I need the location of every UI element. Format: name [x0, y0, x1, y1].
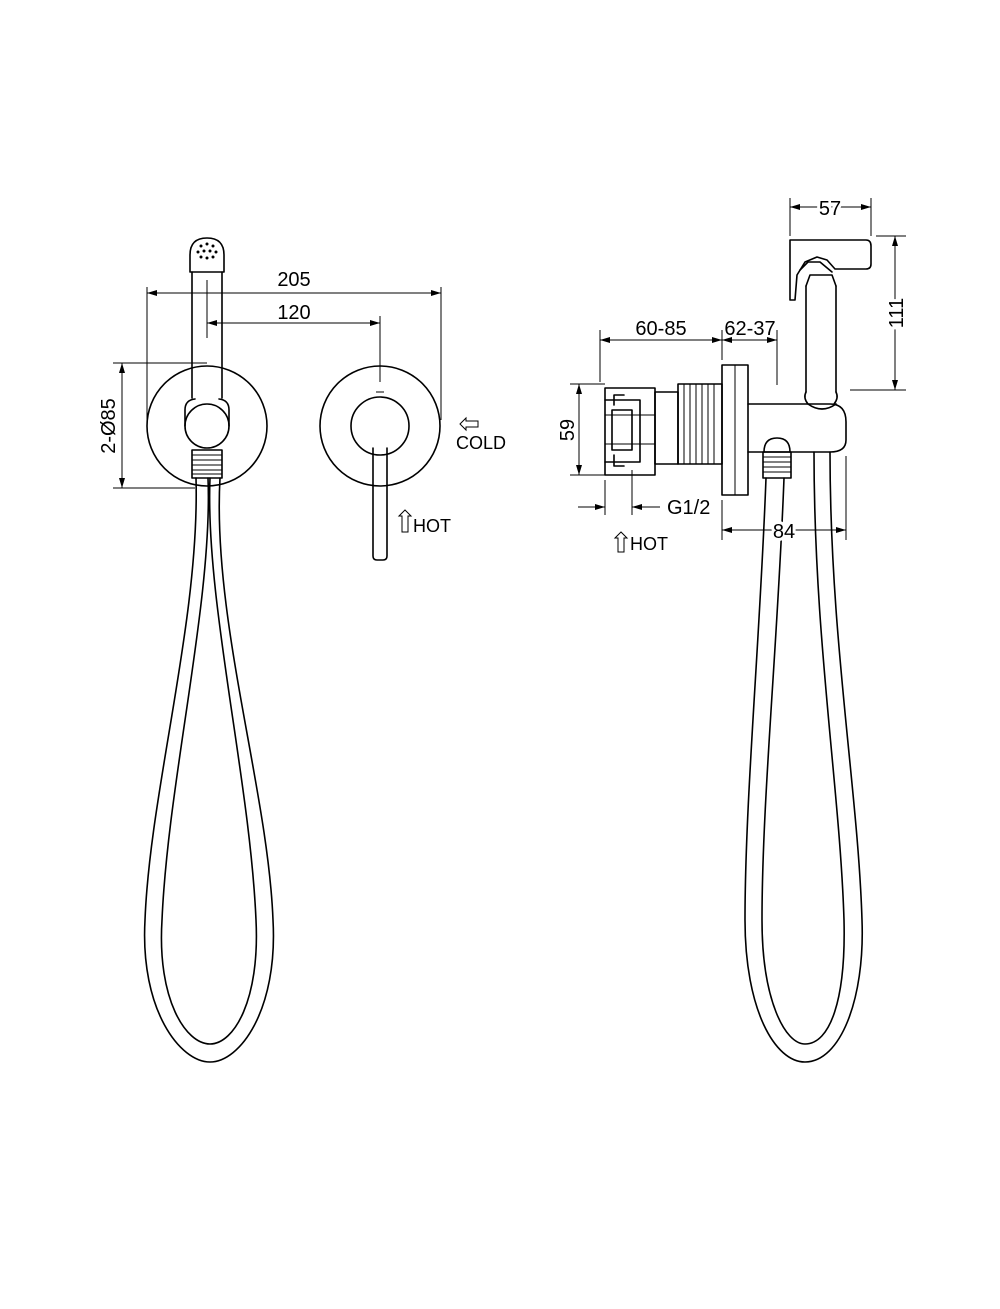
dim-thread: G1/2 — [578, 470, 710, 519]
dim-projection: 84 — [721, 456, 847, 546]
open-arrow-up-icon — [613, 531, 629, 553]
dim-wall-depth-label: 60-85 — [635, 318, 686, 340]
dim-thread-label: G1/2 — [667, 497, 710, 519]
side-view: 57 111 60-85 62-37 — [557, 195, 911, 1063]
valve-body-side — [604, 364, 749, 496]
hot-inlet-label-side: HOT — [613, 531, 668, 554]
sprayer-front — [184, 237, 230, 479]
hot-label-front: HOT — [413, 516, 451, 536]
mixer-handle-hub — [350, 396, 410, 456]
sprayer-side — [747, 239, 872, 479]
dim-wall-depth: 60-85 — [599, 318, 723, 382]
dim-center-spacing-label: 120 — [277, 302, 310, 324]
dim-projection-label: 84 — [773, 521, 795, 543]
dim-sprayer-height: 111 — [850, 235, 911, 391]
dim-sprayer-width: 57 — [789, 195, 872, 236]
dim-plate-diameter-label: 2-Ø85 — [98, 398, 120, 454]
holder-body — [747, 403, 847, 453]
dim-body-height: 59 — [557, 383, 605, 476]
dim-center-spacing: 120 — [206, 302, 381, 382]
dim-overall-width: 205 — [146, 269, 442, 420]
open-arrow-up-icon — [397, 509, 413, 533]
hose-connector-side — [762, 451, 792, 479]
dim-trim-depth: 62-37 — [722, 318, 778, 385]
cold-label: COLD — [456, 433, 506, 453]
hose-front — [143, 477, 275, 1063]
dim-overall-width-label: 205 — [277, 269, 310, 291]
hose-side — [744, 451, 864, 1063]
mixer-wall-plate — [319, 365, 441, 487]
dim-sprayer-width-label: 57 — [819, 198, 841, 220]
dim-plate-diameter: 2-Ø85 — [98, 362, 207, 489]
hose-connector-front — [191, 449, 223, 479]
hot-inlet-label-front: HOT — [397, 509, 451, 536]
front-view: 205 120 2-Ø85 COLD HOT — [98, 237, 506, 1063]
mixer-lever — [372, 447, 388, 561]
dim-sprayer-height-label: 111 — [886, 298, 908, 328]
holder-wall-plate — [146, 365, 268, 487]
holder-knob — [184, 403, 230, 449]
open-arrow-left-icon — [459, 416, 479, 432]
cold-inlet-label: COLD — [456, 416, 506, 453]
hot-label-side: HOT — [630, 534, 668, 554]
spray-nozzle-icon — [196, 242, 218, 260]
dim-body-height-label: 59 — [557, 419, 579, 441]
dim-trim-depth-label: 62-37 — [724, 318, 775, 340]
